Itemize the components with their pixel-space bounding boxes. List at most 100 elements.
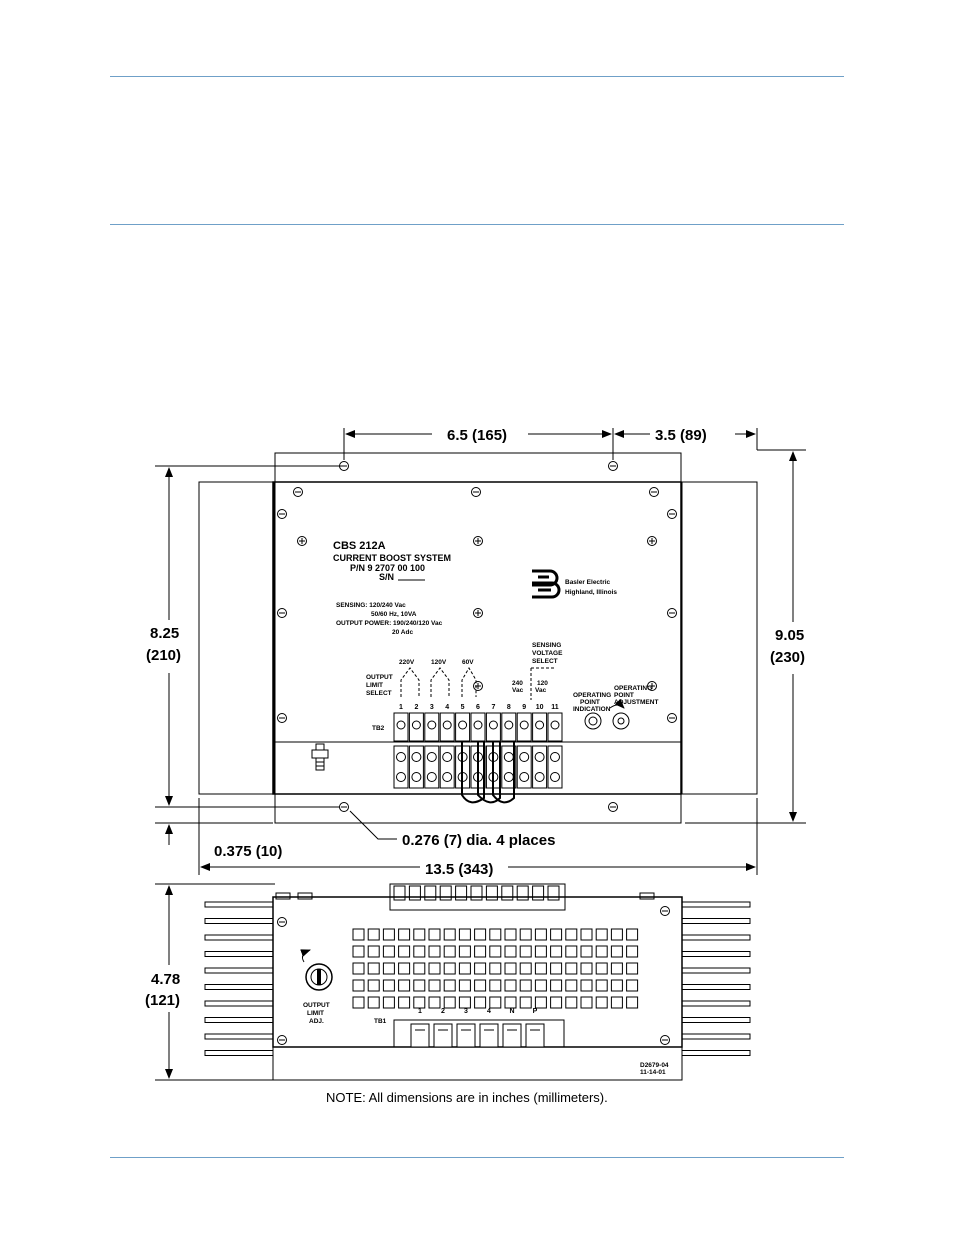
screw-icon (471, 487, 481, 497)
header-rule-bottom (110, 224, 844, 225)
tb1-terminal-number: N (509, 1008, 514, 1015)
terminal-number: 2 (414, 704, 418, 711)
sensing-select-label-3: SELECT (532, 658, 558, 665)
screw-icon (473, 681, 483, 691)
mounting-hole-icon (339, 802, 349, 812)
screw-icon (277, 1035, 287, 1045)
tb1-terminal-numbers: 1 2 3 4 N P (418, 1008, 538, 1015)
screw-icon (647, 536, 657, 546)
screw-icon (660, 1035, 670, 1045)
tb1-terminal-number: 2 (441, 1008, 445, 1015)
limit-60v: 60V (462, 659, 474, 666)
header-rule-top (110, 76, 844, 77)
vent-grid (352, 928, 639, 1009)
output-limit-knob-icon (300, 949, 333, 991)
op-adjust-1: OPERATING (614, 685, 652, 692)
mounting-hole-icon (608, 461, 618, 471)
dim-overall-width: 13.5 (343) (425, 861, 493, 878)
left-heatsink-fins (204, 901, 273, 1056)
left-heatsink-outline (198, 481, 275, 795)
screw-icon (277, 713, 287, 723)
screw-icon (667, 509, 677, 519)
adjust-arrow-icon (609, 698, 625, 709)
op-adjust-2: POINT (614, 692, 634, 699)
dim-right-height-mm: (230) (770, 649, 805, 666)
tb1-label: TB1 (374, 1018, 387, 1025)
part-number: P/N 9 2707 00 100 (350, 563, 425, 573)
terminal-number: 8 (507, 704, 511, 711)
volt-240-unit: Vac (512, 687, 524, 694)
volt-120: 120 (537, 680, 548, 687)
output-limit-adj-2: LIMIT (307, 1010, 324, 1017)
terminal-number: 1 (399, 704, 403, 711)
terminal-number: 10 (536, 704, 544, 711)
op-adjust-3: ADJUSTMENT (614, 699, 658, 706)
dim-top-offset: 3.5 (89) (655, 427, 707, 444)
terminal-number: 6 (476, 704, 480, 711)
screw-icon (473, 536, 483, 546)
product-title: CURRENT BOOST SYSTEM (333, 553, 451, 563)
serial-label: S/N (379, 572, 394, 582)
dim-left-height-in: 8.25 (150, 625, 179, 642)
terminal-number: 4 (445, 704, 449, 711)
screw-icon (297, 536, 307, 546)
output-power-spec: OUTPUT POWER: 190/240/120 Vac (336, 620, 443, 627)
screw-icon (277, 917, 287, 927)
dim-hole-note: 0.276 (7) dia. 4 places (402, 832, 555, 849)
screw-icon (277, 608, 287, 618)
volt-120-unit: Vac (535, 687, 547, 694)
mounting-hole-icon (608, 802, 618, 812)
op-indication-1: OPERATING (573, 692, 611, 699)
terminal-block-tb2 (393, 712, 563, 789)
output-power-current: 20 Adc (392, 629, 413, 636)
jumper-wires (461, 742, 515, 804)
screw-icon (277, 509, 287, 519)
limit-220v: 220V (399, 659, 415, 666)
dim-depth-in: 4.78 (151, 971, 180, 988)
dimension-lines (155, 428, 806, 1081)
right-heatsink-fins (682, 901, 751, 1056)
model-label: CBS 212A (333, 540, 386, 552)
tb1-terminal-number: P (533, 1008, 538, 1015)
screw-icon (473, 608, 483, 618)
output-limit-label-2: LIMIT (366, 682, 383, 689)
tb1-terminal-number: 3 (464, 1008, 468, 1015)
terminal-numbers: 1 2 3 4 5 6 7 8 9 10 11 (399, 704, 559, 711)
tb1-terminal-number: 4 (487, 1008, 491, 1015)
brand-name: Basler Electric (565, 579, 611, 586)
brand-location: Highland, Illinois (565, 589, 617, 596)
limit-120v: 120V (431, 659, 447, 666)
sensing-burden: 50/60 Hz, 10VA (371, 611, 417, 618)
terminal-number: 5 (461, 704, 465, 711)
dim-left-height-mm: (210) (146, 647, 181, 664)
terminal-number: 3 (430, 704, 434, 711)
adjustment-pot-icon (612, 712, 630, 730)
dim-depth-mm: (121) (145, 992, 180, 1009)
dim-top-spacing: 6.5 (165) (447, 427, 507, 444)
tb1-terminal-number: 1 (418, 1008, 422, 1015)
op-indication-3: INDICATION (573, 706, 611, 713)
drawing-date: 11-14-01 (640, 1069, 666, 1076)
right-heatsink-outline (681, 481, 758, 795)
dimensions-note: NOTE: All dimensions are in inches (mill… (326, 1090, 608, 1105)
output-limit-label-1: OUTPUT (366, 674, 393, 681)
sensing-spec: SENSING: 120/240 Vac (336, 602, 406, 609)
op-indication-2: POINT (580, 699, 600, 706)
screw-icon (667, 608, 677, 618)
sensing-select-label-2: VOLTAGE (532, 650, 563, 657)
terminal-number: 11 (551, 704, 559, 711)
screw-icon (649, 487, 659, 497)
drawing-number: D2679-04 (640, 1062, 669, 1069)
indicator-lamp-icon (584, 712, 602, 730)
terminal-block-tb1 (410, 1023, 545, 1048)
dim-edge-offset: 0.375 (10) (214, 843, 282, 860)
terminal-number: 9 (522, 704, 526, 711)
tb2-label: TB2 (372, 725, 385, 732)
screw-icon (293, 487, 303, 497)
footer-rule (110, 1157, 844, 1158)
terminal-number: 7 (491, 704, 495, 711)
output-limit-adj-1: OUTPUT (303, 1002, 330, 1009)
basler-logo (532, 569, 561, 599)
top-terminal-strip (393, 885, 560, 901)
